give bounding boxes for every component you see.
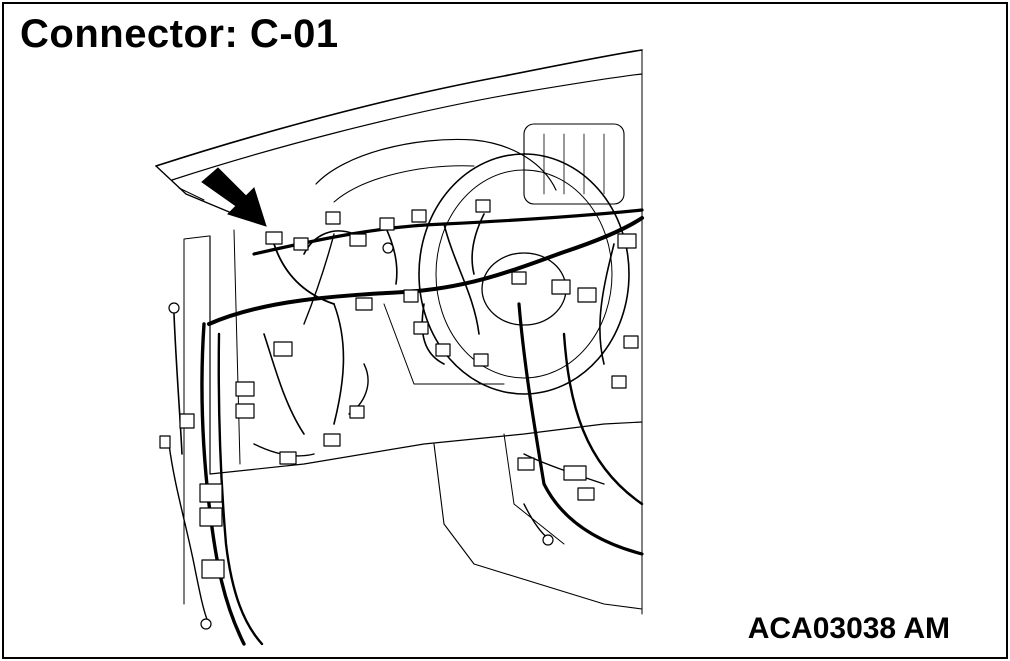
figure-title: Connector: C-01: [20, 12, 339, 56]
dashboard-panel: [209, 235, 643, 475]
main-wire-harness: [207, 216, 644, 326]
steering-wheel-outer: [418, 153, 630, 395]
figure-code: ACA03038 AM: [747, 612, 950, 645]
center-vent: [523, 123, 625, 205]
lower-console: [433, 443, 643, 610]
location-arrow: [201, 167, 267, 227]
dashboard-harness-illustration: [155, 49, 644, 646]
dashboard-front-edge: [155, 165, 235, 215]
instrument-hood: [315, 138, 557, 191]
dashboard-top-outline: [155, 49, 643, 167]
steering-wheel-inner: [435, 169, 613, 379]
dashboard-top-inner-line: [171, 73, 643, 181]
